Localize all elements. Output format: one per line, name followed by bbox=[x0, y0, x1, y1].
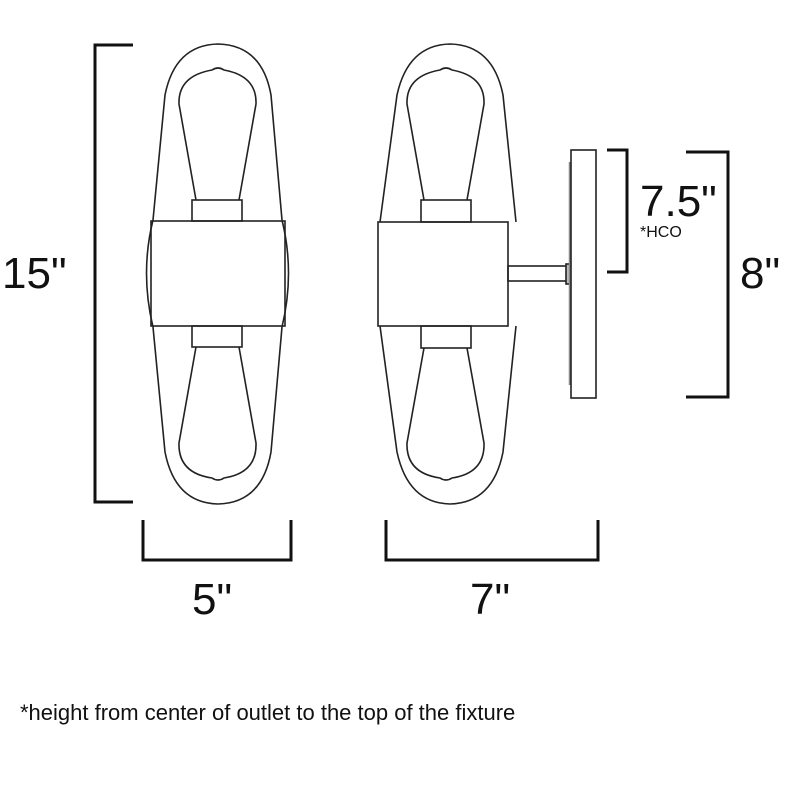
width-label: 5" bbox=[192, 575, 233, 624]
height-bracket bbox=[93, 43, 133, 504]
backplate-bracket bbox=[686, 150, 730, 399]
hco-note-label: *HCO bbox=[640, 224, 682, 241]
footnote: *height from center of outlet to the top… bbox=[20, 700, 516, 725]
width-bracket-5in bbox=[141, 520, 293, 562]
extension-bracket-7in bbox=[384, 520, 600, 562]
hco-bracket bbox=[607, 148, 629, 274]
left-fixture-view bbox=[145, 43, 290, 505]
height-label: 15" bbox=[2, 249, 67, 298]
backplate-height-label: 8" bbox=[740, 249, 781, 298]
hco-label: 7.5" bbox=[640, 177, 717, 226]
extension-label: 7" bbox=[470, 575, 511, 624]
middle-fixture-view bbox=[377, 43, 597, 505]
